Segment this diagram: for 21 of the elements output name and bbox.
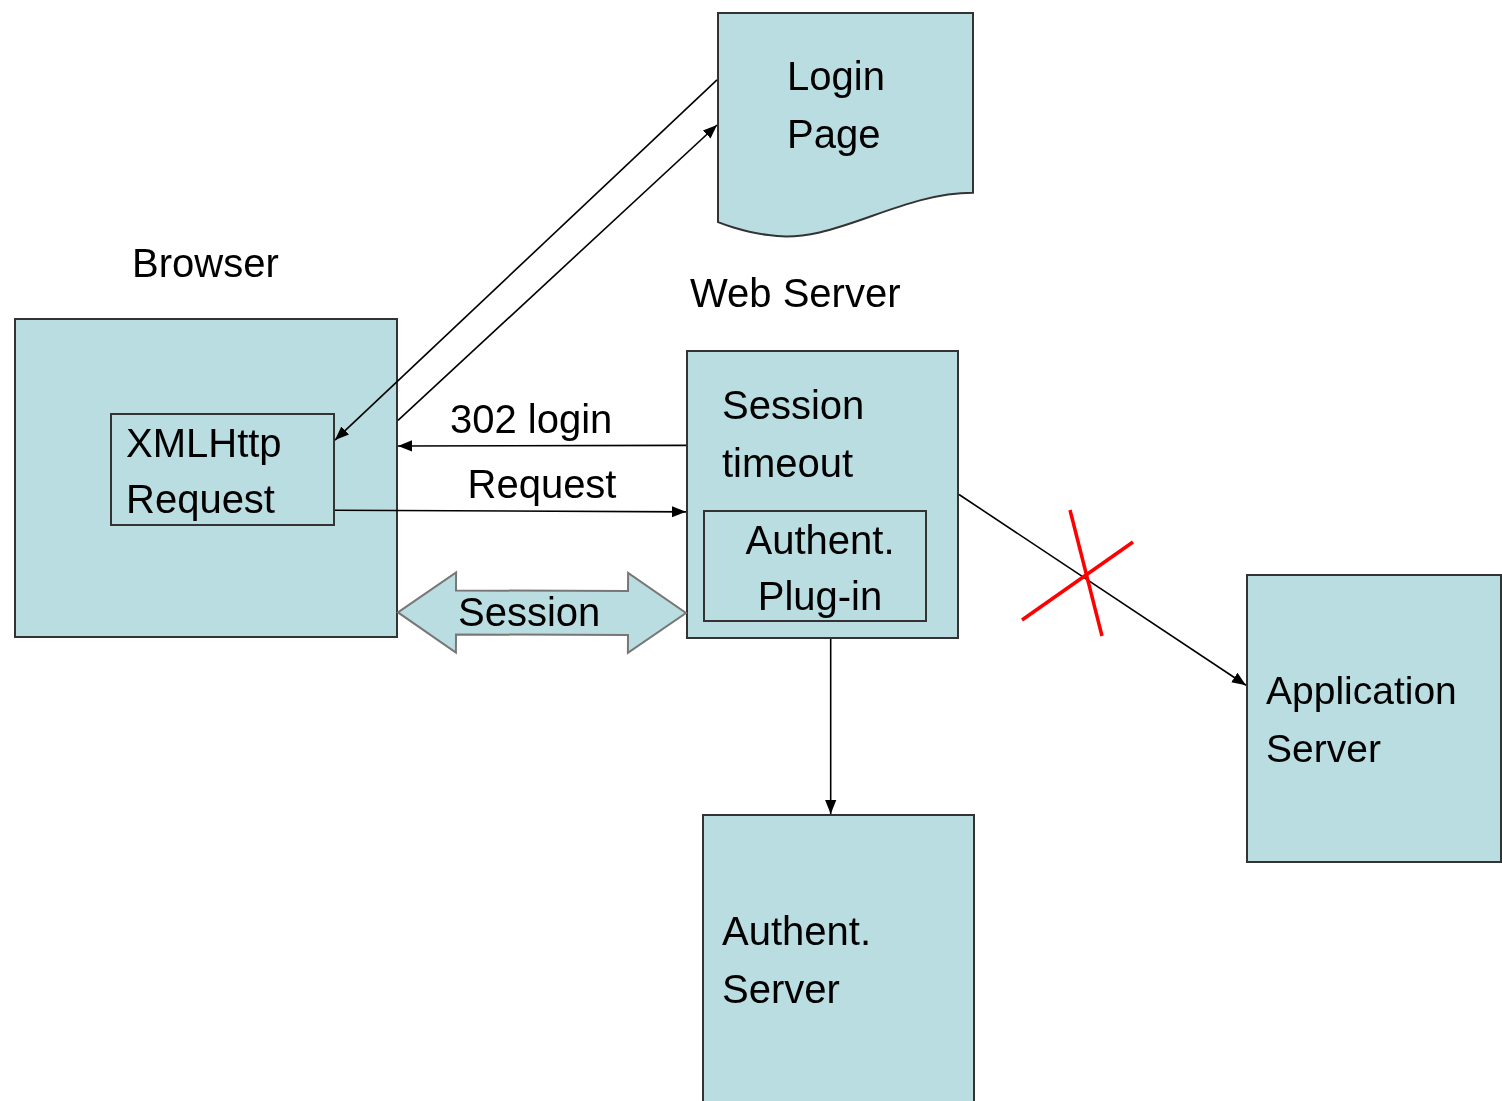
arrow [334, 506, 687, 518]
server-box [702, 814, 975, 1101]
component-label: Session timeout [722, 382, 866, 487]
heading-label: Web Server [690, 270, 901, 317]
edge-label: Session [458, 588, 601, 635]
component-label: Authent. Plug-in [744, 517, 896, 620]
heading-label: Browser [132, 240, 279, 287]
component-label: XMLHttp Request [126, 420, 283, 523]
arrow [397, 124, 718, 422]
document-label: Login Page [787, 53, 886, 158]
server-box [1246, 574, 1502, 863]
arrow [825, 638, 837, 815]
component-box [703, 510, 927, 622]
arrow [334, 79, 718, 441]
server-label: Application Server [1266, 668, 1458, 772]
server-label: Authent. Server [722, 908, 872, 1013]
double-block-arrow [396, 570, 688, 655]
arrow [397, 440, 687, 452]
document-shape [717, 12, 974, 238]
arrow [958, 493, 1247, 687]
component-box [110, 413, 335, 526]
